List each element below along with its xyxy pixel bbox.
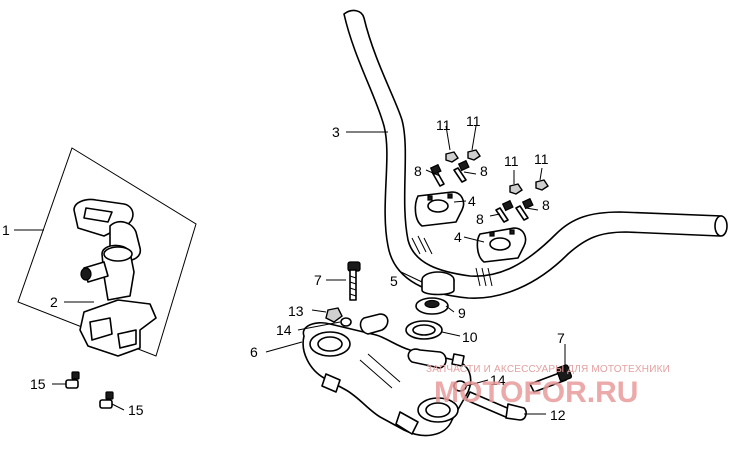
watermark: ЗАПЧАСТИ И АКСЕССУАРЫ ДЛЯ МОТОТЕХНИКИ MO… bbox=[426, 364, 670, 409]
callout-8-a: 8 bbox=[414, 163, 422, 179]
callout-8-c: 8 bbox=[476, 211, 484, 227]
callout-2: 2 bbox=[50, 294, 58, 310]
callout-14-upper: 14 bbox=[276, 322, 292, 338]
bridge-nut bbox=[325, 307, 343, 323]
clamp-bolt-upper bbox=[347, 261, 361, 301]
callout-4-upper: 4 bbox=[468, 193, 476, 209]
leader-lines bbox=[14, 125, 566, 415]
steering-stem-cap bbox=[421, 271, 455, 296]
handlebar bbox=[343, 9, 728, 299]
pinch-block bbox=[359, 313, 389, 335]
callout-8-d: 8 bbox=[542, 197, 550, 213]
holder-bolts bbox=[429, 159, 534, 223]
ignition-bracket-frame bbox=[17, 147, 197, 357]
holder-nuts bbox=[445, 149, 549, 195]
pinch-bolt-right bbox=[529, 364, 573, 393]
callout-11-d: 11 bbox=[534, 151, 549, 167]
ignition-switch bbox=[80, 244, 135, 301]
callout-7-upper: 7 bbox=[314, 272, 322, 288]
callout-9: 9 bbox=[458, 305, 466, 321]
callout-4-lower: 4 bbox=[454, 229, 462, 245]
callout-10: 10 bbox=[462, 329, 478, 345]
callout-1: 1 bbox=[2, 222, 10, 238]
watermark-tagline: ЗАПЧАСТИ И АКСЕССУАРЫ ДЛЯ МОТОТЕХНИКИ bbox=[426, 364, 670, 375]
callout-11-c: 11 bbox=[504, 153, 519, 169]
handlebar-holder-upper bbox=[414, 191, 465, 227]
ignition-switch-base bbox=[79, 299, 157, 357]
handlebar-holder-lower bbox=[476, 227, 527, 263]
callout-14-lower: 14 bbox=[490, 372, 506, 388]
callout-7-right: 7 bbox=[557, 330, 565, 346]
callout-11-b: 11 bbox=[466, 113, 481, 129]
stem-nut bbox=[415, 297, 449, 315]
callout-6: 6 bbox=[250, 344, 258, 360]
bridge-washer bbox=[340, 317, 352, 327]
callout-3: 3 bbox=[332, 124, 340, 140]
screw-upper bbox=[65, 371, 80, 389]
callout-13: 13 bbox=[288, 303, 304, 319]
callout-5: 5 bbox=[390, 273, 398, 289]
callout-11-a: 11 bbox=[436, 117, 451, 133]
callout-8-b: 8 bbox=[480, 163, 488, 179]
screw-lower bbox=[99, 391, 114, 409]
long-bolt bbox=[465, 391, 527, 421]
stem-washer bbox=[405, 320, 443, 340]
callout-15-upper: 15 bbox=[30, 376, 46, 392]
watermark-logo: MOTOFOR.RU bbox=[434, 376, 638, 409]
callout-12: 12 bbox=[550, 407, 566, 423]
callout-15-lower: 15 bbox=[128, 402, 144, 418]
top-bridge bbox=[302, 321, 472, 437]
callouts: 1 2 3 4 4 5 6 7 7 8 8 8 8 9 10 11 11 11 … bbox=[2, 113, 566, 423]
